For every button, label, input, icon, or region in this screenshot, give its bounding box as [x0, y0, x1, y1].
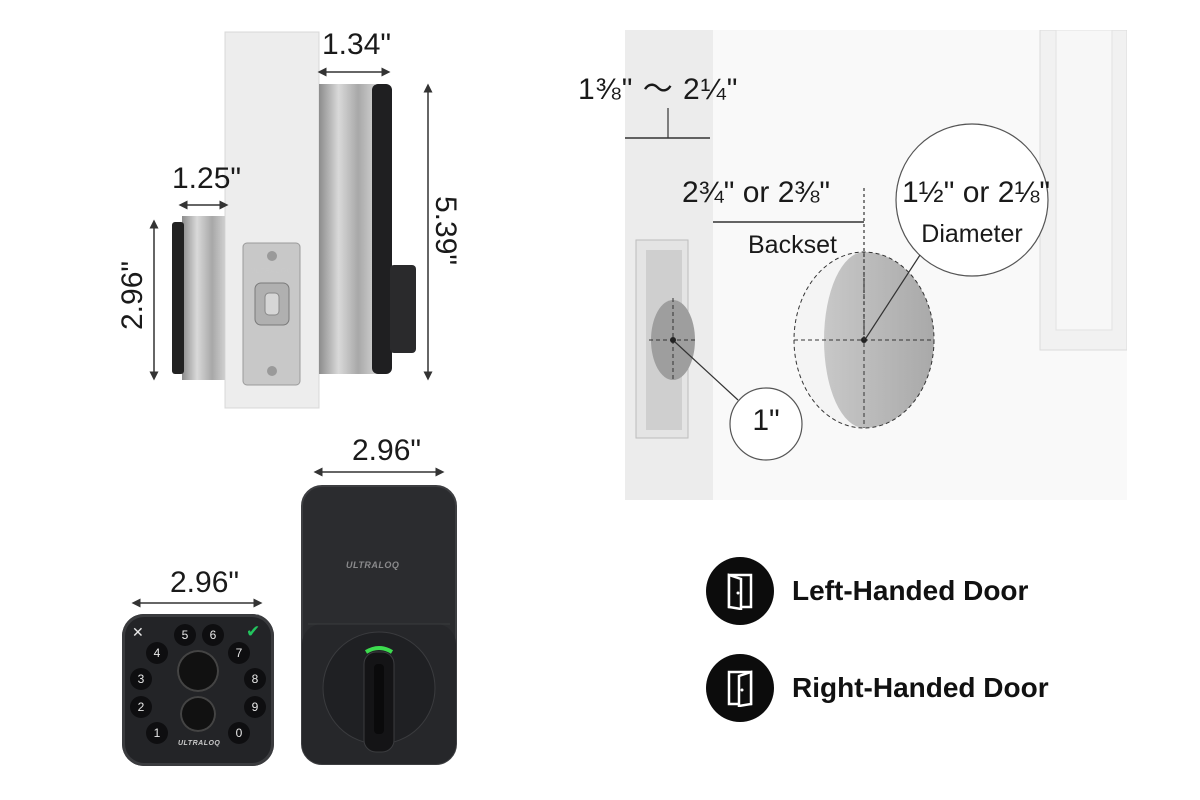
diameter-label: Diameter	[921, 220, 1023, 248]
keypad-key[interactable]: 3	[130, 668, 152, 690]
keypad-front: ✕ ✔ 5 6 4 7 3 8 2 9 1 0 ULTRALOQ	[122, 614, 274, 766]
interior-brand: ULTRALOQ	[346, 560, 400, 570]
diameter-values-label: 1½" or 2⅛"	[902, 176, 1051, 209]
keypad-key[interactable]: 6	[202, 624, 224, 646]
keypad-key[interactable]: 4	[146, 642, 168, 664]
keypad-key[interactable]: 9	[244, 696, 266, 718]
backset-values-label: 2¾" or 2⅜"	[682, 176, 831, 209]
latch-hole-label: 1"	[752, 404, 780, 437]
close-icon: ✕	[132, 624, 144, 640]
dimension-side-width: 1.25"	[172, 162, 242, 195]
left-door-icon	[706, 557, 774, 625]
dimension-top-width: 1.34"	[322, 28, 392, 61]
exterior-unit	[182, 216, 225, 380]
legend-label: Left-Handed Door	[792, 575, 1029, 606]
dimension-front-width-large: 2.96"	[352, 434, 422, 467]
strike-brand-top: ULTRALOQ	[250, 268, 293, 275]
interior-unit-front	[301, 485, 457, 765]
keypad-key[interactable]: 0	[228, 722, 250, 744]
keypad-key[interactable]: 8	[244, 668, 266, 690]
backset-label: Backset	[748, 231, 837, 259]
latch-callout	[729, 387, 803, 461]
side-view-illustration	[149, 31, 433, 409]
dimension-height-right: 5.39"	[429, 196, 462, 266]
dimension-height-left: 2.96"	[116, 260, 149, 330]
right-door-icon	[706, 654, 774, 722]
door-drilling-diagram	[625, 30, 1127, 500]
keyhole	[180, 696, 216, 732]
check-icon: ✔	[246, 622, 261, 641]
legend-label: Right-Handed Door	[792, 672, 1049, 703]
legend-right-handed: Right-Handed Door	[706, 654, 1049, 722]
edge-thickness-label: 1⅜" ～ 2¼"	[578, 73, 739, 106]
keypad-key[interactable]: 7	[228, 642, 250, 664]
keypad-key[interactable]: 2	[130, 696, 152, 718]
dimension-front-width-small: 2.96"	[170, 566, 240, 599]
keypad-brand: ULTRALOQ	[178, 740, 221, 747]
keypad-key[interactable]: 5	[174, 624, 196, 646]
legend-left-handed: Left-Handed Door	[706, 557, 1028, 625]
keypad-key[interactable]: 1	[146, 722, 168, 744]
diameter-callout	[895, 123, 1049, 277]
front-view-dimension-lines	[131, 467, 445, 608]
fingerprint-sensor	[177, 650, 219, 692]
interior-unit	[319, 84, 375, 374]
